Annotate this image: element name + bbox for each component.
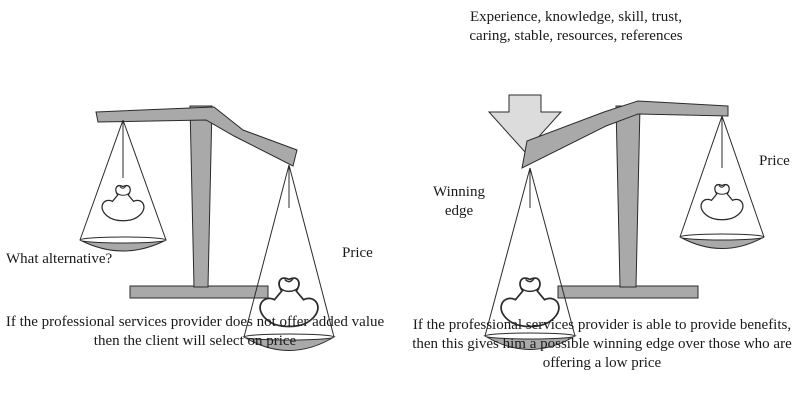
left-panel-caption: If the professional services provider do… [5,314,385,349]
left-scale-beam [95,106,298,167]
right-scale-beam [521,100,729,169]
left-scale-left-pan-label: What alternative? [6,251,113,267]
left-scale-base [129,285,269,299]
right-scale-left-pan [483,167,577,350]
right-scale [483,94,765,350]
arrow-text: Experience, knowledge, skill, trust, car… [406,8,746,46]
right-scale-left-pan-label: Winning edge [428,183,490,221]
arrow-text-line-2: caring, stable, resources, references [469,28,683,44]
left-scale-post [189,105,213,288]
right-scale-right-pan-label: Price [759,153,790,169]
arrow-text-line-1: Experience, knowledge, skill, trust, [469,9,683,25]
left-scale-right-pan [242,164,336,351]
left-scale-left-pan [79,119,167,252]
winning-label-line-2: edge [444,203,474,219]
right-scale-right-pan [679,115,765,249]
right-scale-base [557,285,699,299]
right-panel-caption: If the professional services provider is… [412,317,792,371]
right-scale-post [615,105,641,288]
left-scale-right-pan-label: Price [342,245,373,261]
input-arrow-icon [487,94,563,153]
winning-label-line-1: Winning [433,184,485,200]
left-scale [79,105,336,351]
